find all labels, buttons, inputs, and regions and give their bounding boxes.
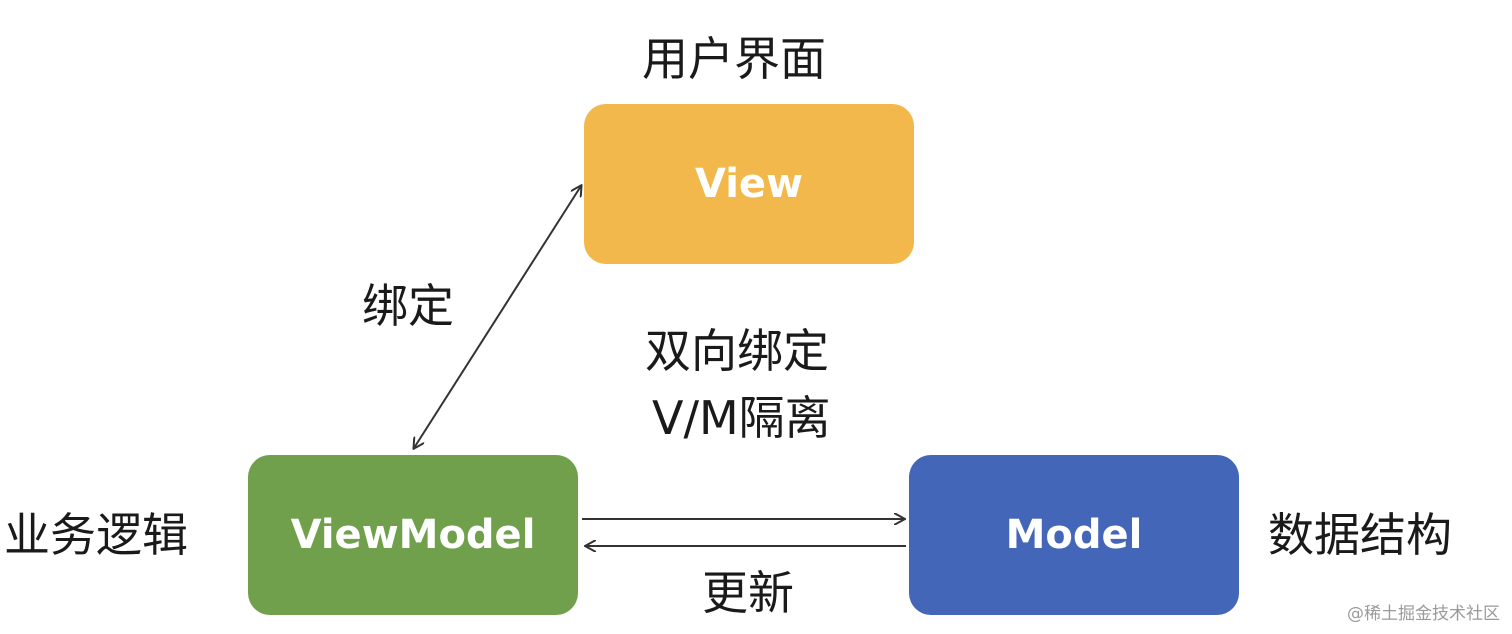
- view-box: View: [584, 104, 914, 264]
- model-box: Model: [909, 455, 1239, 615]
- binding-label: 绑定: [362, 279, 454, 333]
- view-box-label: View: [694, 161, 804, 207]
- view-caption: 用户界面: [642, 32, 826, 86]
- model-box-label: Model: [1005, 512, 1143, 558]
- vm-isolation-label: V/M隔离: [652, 391, 831, 445]
- view-viewmodel-bidirectional-arrow: [414, 186, 581, 448]
- viewmodel-box-label: ViewModel: [290, 512, 536, 558]
- watermark: @稀土掘金技术社区: [1347, 604, 1500, 624]
- two-way-binding-label: 双向绑定: [645, 324, 829, 378]
- model-caption: 数据结构: [1268, 508, 1452, 562]
- update-label: 更新: [702, 566, 794, 620]
- viewmodel-box: ViewModel: [248, 455, 578, 615]
- viewmodel-caption: 业务逻辑: [4, 508, 188, 562]
